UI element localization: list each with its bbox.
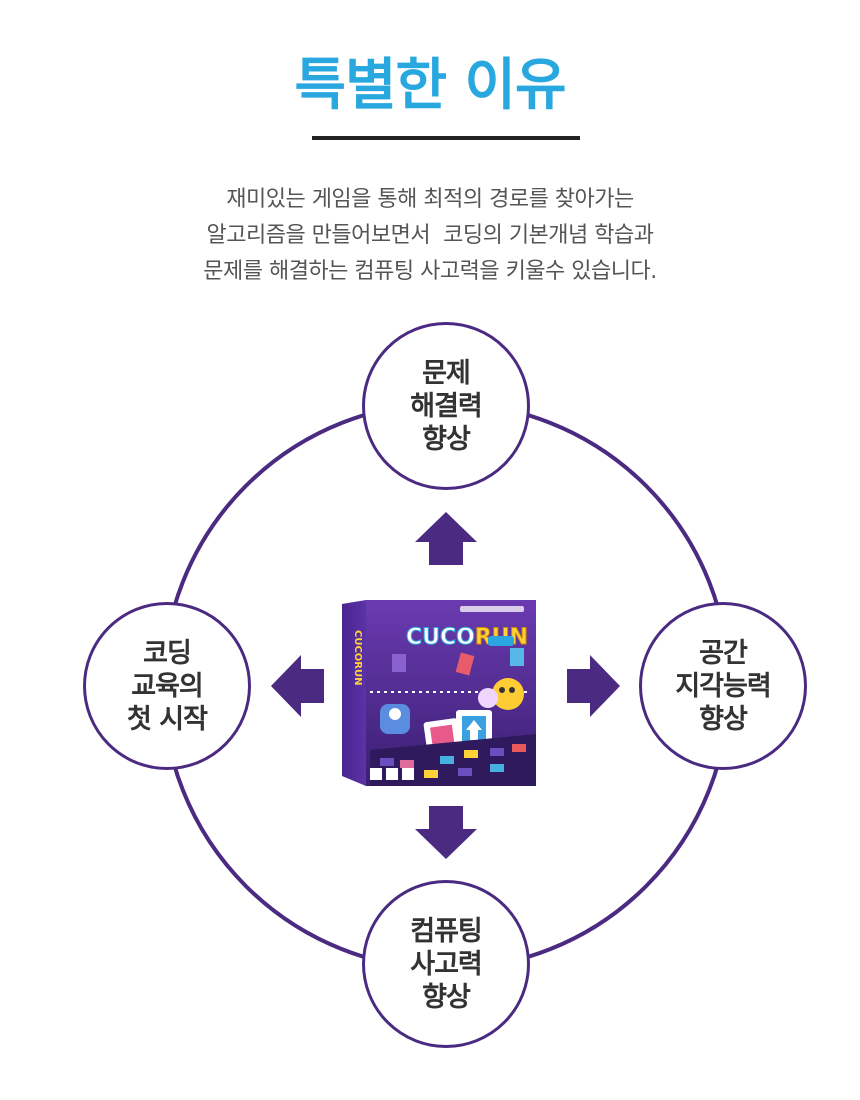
node-coding-start: 코딩 교육의 첫 시작 [83, 602, 251, 770]
node-label: 교육의 [131, 670, 204, 702]
arrow-up-icon [415, 512, 477, 565]
arrow-left-icon [271, 655, 324, 717]
page-title: 특별한 이유 [294, 53, 566, 118]
node-label: 사고력 [410, 948, 483, 980]
node-label: 컴퓨팅 [410, 915, 483, 947]
intro-line-3: 문제를 해결하는 컴퓨팅 사고력을 키울수 있습니다. [203, 259, 657, 284]
node-spatial-perception: 공간 지각능력 향상 [639, 602, 807, 770]
node-label: 첫 시작 [127, 703, 208, 735]
arrow-down-icon [415, 806, 477, 859]
arrow-right-icon [567, 655, 620, 717]
title-underline [312, 136, 580, 140]
intro-line-2: 알고리즘을 만들어보면서 코딩의 기본개념 학습과 [206, 223, 654, 248]
product-box-image: CUCORUN CUCORUN [342, 600, 536, 786]
node-problem-solving: 문제 해결력 향상 [362, 322, 530, 490]
node-label: 지각능력 [675, 670, 771, 702]
node-label: 코딩 [143, 637, 192, 669]
node-computational-thinking: 컴퓨팅 사고력 향상 [362, 880, 530, 1048]
node-label: 향상 [699, 703, 748, 735]
node-label: 해결력 [410, 390, 483, 422]
node-label: 향상 [422, 423, 471, 455]
intro-text: 재미있는 게임을 통해 최적의 경로를 찾아가는 알고리즘을 만들어보면서 코딩… [0, 182, 860, 290]
node-label: 향상 [422, 981, 471, 1013]
node-label: 공간 [699, 637, 748, 669]
node-label: 문제 [422, 357, 471, 389]
intro-line-1: 재미있는 게임을 통해 최적의 경로를 찾아가는 [226, 187, 634, 212]
svg-text:CUCORUN: CUCORUN [352, 630, 363, 686]
